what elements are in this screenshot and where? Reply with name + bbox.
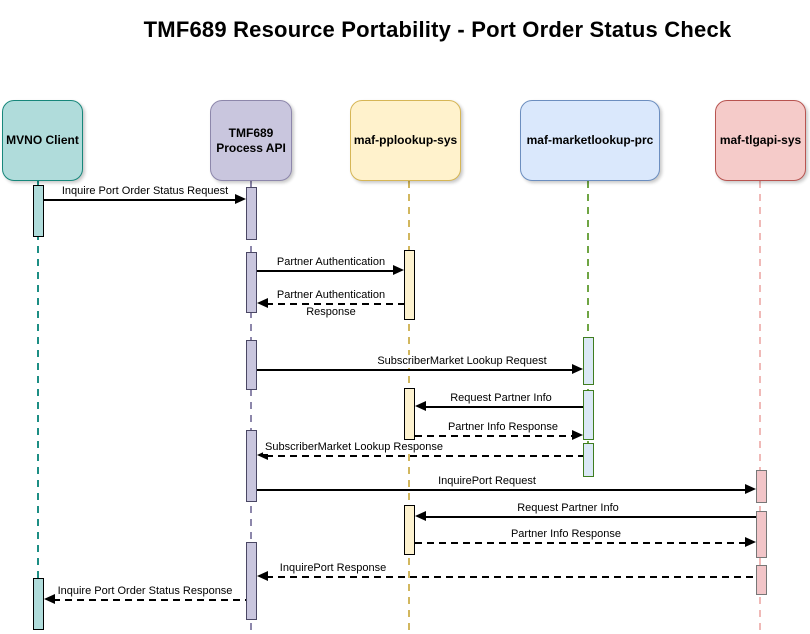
message-label: Inquire Port Order Status Response <box>55 585 235 598</box>
activation-bar-maf-marketlookup-prc <box>583 443 594 477</box>
activation-bar-maf-tlgapi-sys <box>756 565 767 595</box>
activation-bar-tmf689-process-api <box>246 340 257 390</box>
message-line <box>424 516 756 518</box>
message-line <box>257 270 395 272</box>
message-line <box>424 406 583 408</box>
message-label: Request Partner Info <box>448 392 554 405</box>
message-line <box>415 435 574 437</box>
lifeline-mvno-client <box>37 181 39 630</box>
message-label: Inquire Port Order Status Request <box>59 185 231 198</box>
arrowhead-icon <box>745 484 756 494</box>
arrowhead-icon <box>415 401 426 411</box>
arrowhead-icon <box>415 511 426 521</box>
message-label: Request Partner Info <box>515 502 621 515</box>
activation-bar-maf-pplookup-sys <box>404 505 415 555</box>
activation-bar-mvno-client <box>33 185 44 237</box>
arrowhead-icon <box>393 265 404 275</box>
participant-label-line2: Process API <box>216 140 286 155</box>
message-label: InquirePort Response <box>277 562 389 575</box>
message-label: SubscriberMarket Lookup Response <box>263 441 445 454</box>
activation-bar-tmf689-process-api <box>246 252 257 313</box>
arrowhead-icon <box>235 194 246 204</box>
message-line <box>257 489 747 491</box>
participant-maf-marketlookup-prc: maf-marketlookup-prc <box>520 100 660 181</box>
message-line <box>266 576 756 578</box>
message-label: SubscriberMarket Lookup Request <box>375 355 549 368</box>
message-line <box>257 369 574 371</box>
participant-label: MVNO Client <box>6 133 79 147</box>
activation-bar-maf-tlgapi-sys <box>756 511 767 558</box>
participant-maf-tlgapi-sys: maf-tlgapi-sys <box>715 100 806 181</box>
arrowhead-icon <box>257 298 268 308</box>
message-line <box>44 199 237 201</box>
message-line <box>266 303 404 305</box>
activation-bar-maf-pplookup-sys <box>404 388 415 440</box>
message-line <box>266 455 583 457</box>
arrowhead-icon <box>572 430 583 440</box>
arrowhead-icon <box>44 594 55 604</box>
arrowhead-icon <box>745 537 756 547</box>
message-line <box>415 542 747 544</box>
arrowhead-icon <box>257 571 268 581</box>
activation-bar-maf-tlgapi-sys <box>756 470 767 503</box>
message-label: Partner Info Response <box>508 528 624 541</box>
activation-bar-tmf689-process-api <box>246 430 257 502</box>
diagram-title: TMF689 Resource Portability - Port Order… <box>143 17 732 42</box>
activation-bar-mvno-client <box>33 578 44 630</box>
activation-bar-tmf689-process-api <box>246 187 257 240</box>
participant-label: maf-marketlookup-prc <box>526 133 654 147</box>
message-line <box>53 599 246 601</box>
participant-label: TMF689 <box>228 125 274 140</box>
lifeline-maf-tlgapi-sys <box>759 181 761 632</box>
participant-maf-pplookup-sys: maf-pplookup-sys <box>350 100 461 181</box>
message-label: Partner Authentication <box>274 289 388 302</box>
message-label: Partner Info Response <box>445 421 561 434</box>
lifeline-tmf689-process-api <box>250 181 252 630</box>
activation-bar-maf-marketlookup-prc <box>583 337 594 385</box>
message-label-line2: Response <box>304 306 358 319</box>
arrowhead-icon <box>572 364 583 374</box>
participant-label: maf-tlgapi-sys <box>719 133 802 147</box>
participant-mvno-client: MVNO Client <box>2 100 83 181</box>
message-label: InquirePort Request <box>436 475 538 488</box>
participant-label: maf-pplookup-sys <box>353 133 458 147</box>
activation-bar-maf-pplookup-sys <box>404 250 415 320</box>
activation-bar-maf-marketlookup-prc <box>583 390 594 440</box>
message-label: Partner Authentication <box>274 256 388 269</box>
activation-bar-tmf689-process-api <box>246 542 257 620</box>
arrowhead-icon <box>257 450 268 460</box>
lifeline-maf-marketlookup-prc <box>587 181 589 480</box>
